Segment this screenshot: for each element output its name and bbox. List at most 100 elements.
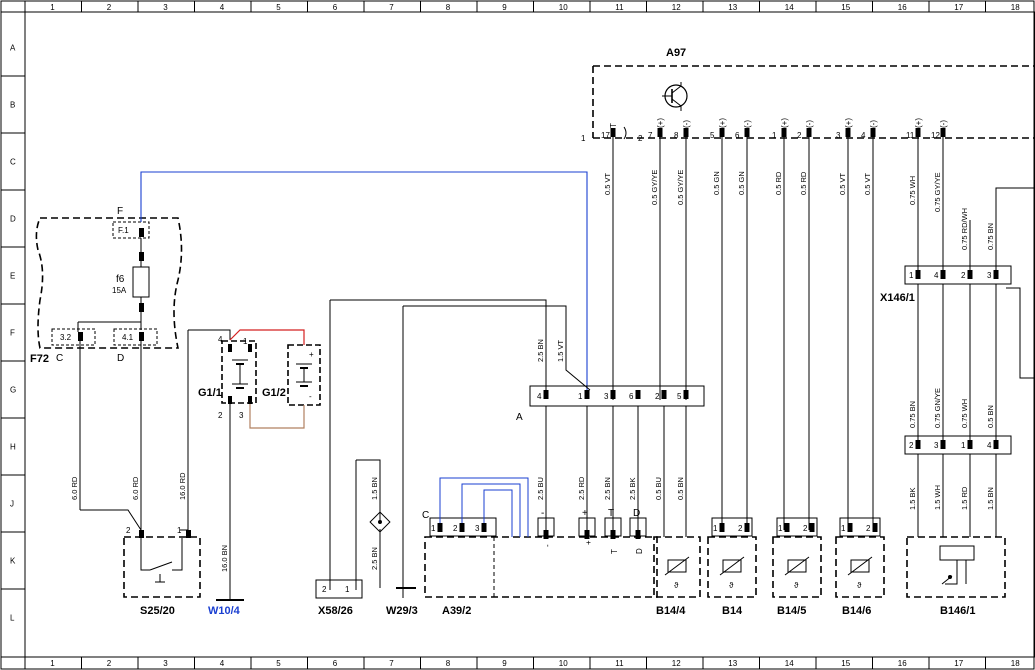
grid-col-top: 12 [672,3,681,12]
label-g1-1: G1/1 [198,387,222,399]
sensor-b14-6 [835,536,885,598]
grid-col-top: 14 [785,3,794,12]
red-link-wire [229,329,305,345]
grid-row: L [10,614,15,623]
wire-label: 1.5 BK [908,487,917,510]
grid-col-bottom: 15 [841,659,850,668]
label-w10-4[interactable]: W10/4 [208,605,241,617]
x146-bottom-pin: 4 [987,441,992,450]
fuse-3-2-box [51,328,96,346]
a97-pin-number: 3 [836,131,841,140]
wire-label: 1.5 WH [933,485,942,510]
grid-col-top: 11 [615,3,624,12]
a97-pin-terminal [719,128,725,137]
wire-label: 0.75 BN [986,223,995,250]
a97-pin-terminal [657,128,663,137]
grid-col-top: 1 [50,3,55,12]
grid-row: A [10,44,16,53]
b146-sensor-icon [939,545,975,585]
a39-terminal-label: T [608,508,614,519]
sensor-pin-terminal [872,523,878,532]
grid-col-top: 16 [898,3,907,12]
grid-row: H [10,443,16,452]
label-a97: A97 [666,47,686,59]
wire-label: 2.5 BU [536,477,545,500]
wire-label: 2.5 BN [603,477,612,500]
fuse-4-1-box [113,328,158,346]
grid-row: B [10,101,15,110]
grid-col-bottom: 18 [1011,659,1020,668]
a97-pin-terminal [610,128,616,137]
s25-pin-2: 2 [126,526,131,535]
a39-pin-terminal [459,523,465,532]
a97-pin-number: 6 [735,131,740,140]
grid-col-bottom: 5 [276,659,281,668]
a97-pin-polarity: (+) [844,118,853,128]
wire-label: 0.5 VT [603,172,612,195]
transistor-icon [662,82,688,111]
wire-label: 1.5 BN [370,477,379,500]
a97-pin-terminal [870,128,876,137]
a39-terminal-side-label: T [610,549,619,554]
a97-pin-polarity: (+) [914,118,923,128]
grid-col-top: 13 [728,3,737,12]
grid-col-top: 17 [954,3,963,12]
x146-top-terminal [940,270,946,279]
sensor-pin-terminal [847,523,853,532]
temperature-sensor-icon: ϑ [719,556,745,590]
wire-label: 0.5 VT [863,172,872,195]
sensor-b14-4 [653,536,701,598]
x58-pin-2: 2 [322,585,327,594]
grid-col-bottom: 2 [107,659,112,668]
grid-col-bottom: 11 [615,659,624,668]
grid-col-top: 18 [1011,3,1020,12]
grid-col-top: 7 [389,3,394,12]
grid-col-top: 15 [841,3,850,12]
sensor-b14 [707,536,757,598]
label-a39-2: A39/2 [442,605,471,617]
grid-row: K [10,557,16,566]
wire-label: 2.5 BN [370,547,379,570]
grid-col-top: 5 [276,3,281,12]
a39-pin-number: 2 [453,524,458,533]
label-f72: F72 [30,353,49,365]
wire-label: 0.5 GY/YE [650,170,659,205]
grid-col-bottom: 8 [446,659,451,668]
wire-label: 0.75 BN [908,401,917,428]
g1-pin-1: 1 [243,337,248,346]
wire-label: 0.75 GY/YE [933,172,942,212]
grid-col-top: 2 [107,3,112,12]
a97-pin-polarity: (-) [805,120,814,128]
x146-bottom-pin: 1 [961,441,966,450]
x146-top-pin: 2 [961,271,966,280]
a39-pin-number: 1 [431,524,436,533]
grid-row: J [10,500,14,509]
grid-col-top: 6 [333,3,338,12]
a97-pin-number: 4 [861,131,866,140]
fuse-f6-label: f6 [116,274,125,285]
sensor-pin-terminal [784,523,790,532]
switch-s25-20 [123,536,201,598]
x146-top-pin: 1 [909,271,914,280]
a97-pin-1: 1 [581,134,586,143]
connector-a-pin-number: 2 [655,392,660,401]
grid-col-bottom: 4 [220,659,225,668]
grid-col-bottom: 14 [785,659,794,668]
g1-pin-2: 2 [218,411,223,420]
fuse-box-f72 [35,217,183,349]
a39-terminal-label: + [582,508,588,519]
label-b146-1: B146/1 [940,605,975,617]
g1-pin-3: 3 [239,411,244,420]
a39-terminal-side-label: + [584,540,593,545]
sensor-label: B14 [722,605,743,617]
wire-label: 2.5 RD [577,476,586,500]
wire-bus-25bn-top [329,299,547,590]
grid-col-top: 4 [220,3,225,12]
x146-bottom-terminal [915,440,921,449]
grid-col-bottom: 3 [163,659,168,668]
grid-row: E [10,272,15,281]
